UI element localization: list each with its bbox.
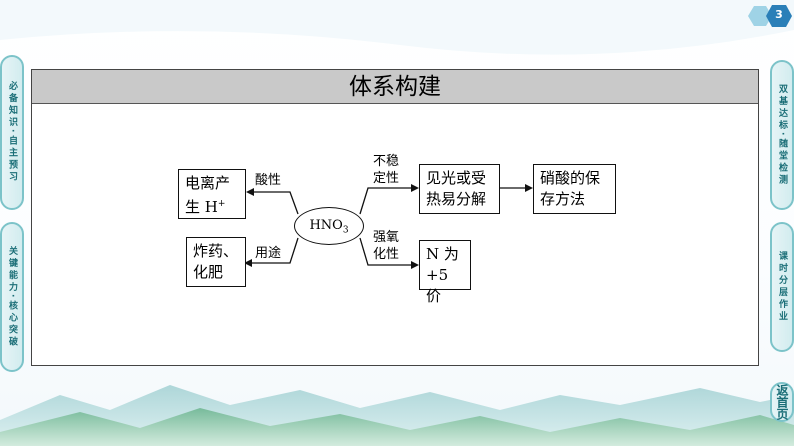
page-number: 3 [775, 8, 783, 21]
node-decompose: 见光或受 热易分解 [419, 164, 500, 214]
arrowhead-icon [411, 184, 419, 192]
node-decompose-line2: 热易分解 [426, 190, 487, 208]
node-decompose-line1: 见光或受 [426, 169, 487, 187]
arrowhead-icon [244, 259, 252, 267]
node-valence: N 为 +5 价 [419, 240, 471, 305]
center-formula: HNO [309, 218, 343, 233]
node-use: 炸药、 化肥 [186, 237, 246, 287]
side-tab-classroom-test[interactable]: 双基达标·随堂检测 [770, 60, 794, 210]
section-title: 体系构建 [32, 70, 758, 104]
node-use-line1: 炸药、 [193, 242, 239, 260]
node-storage-line1: 硝酸的保 [540, 169, 601, 187]
edge-label-oxidizing: 强氧 化性 [373, 230, 400, 262]
content-frame: 体系构建 [31, 69, 759, 366]
arrowhead-icon [525, 184, 533, 192]
center-subscript: 3 [342, 225, 349, 236]
node-ionize-line2: 生 H+ [185, 198, 226, 216]
side-tab-preview[interactable]: 必备知识·自主预习 [0, 55, 24, 210]
center-node-hno3: HNO3 [294, 207, 364, 245]
arrowhead-icon [246, 188, 254, 196]
node-use-line2: 化肥 [193, 263, 224, 281]
node-ionize: 电离产 生 H+ [178, 169, 246, 219]
node-ionize-line1: 电离产 [185, 174, 231, 192]
arrowhead-icon [411, 261, 419, 269]
node-valence-line1: N 为 [426, 245, 459, 263]
node-storage: 硝酸的保 存方法 [533, 164, 616, 214]
edge-label-unstable: 不稳 定性 [373, 154, 400, 186]
edge-label-use: 用途 [255, 246, 282, 261]
side-tab-core-breakthrough[interactable]: 关键能力·核心突破 [0, 222, 24, 372]
node-storage-line2: 存方法 [540, 190, 586, 208]
edge-label-acidity: 酸性 [255, 173, 282, 188]
side-tab-homework[interactable]: 课时分层作业 [770, 222, 794, 352]
hexagon-page-badge-icon [748, 5, 792, 27]
node-valence-line2: +5 价 [426, 266, 449, 305]
home-button[interactable]: 返首页 [770, 382, 794, 422]
